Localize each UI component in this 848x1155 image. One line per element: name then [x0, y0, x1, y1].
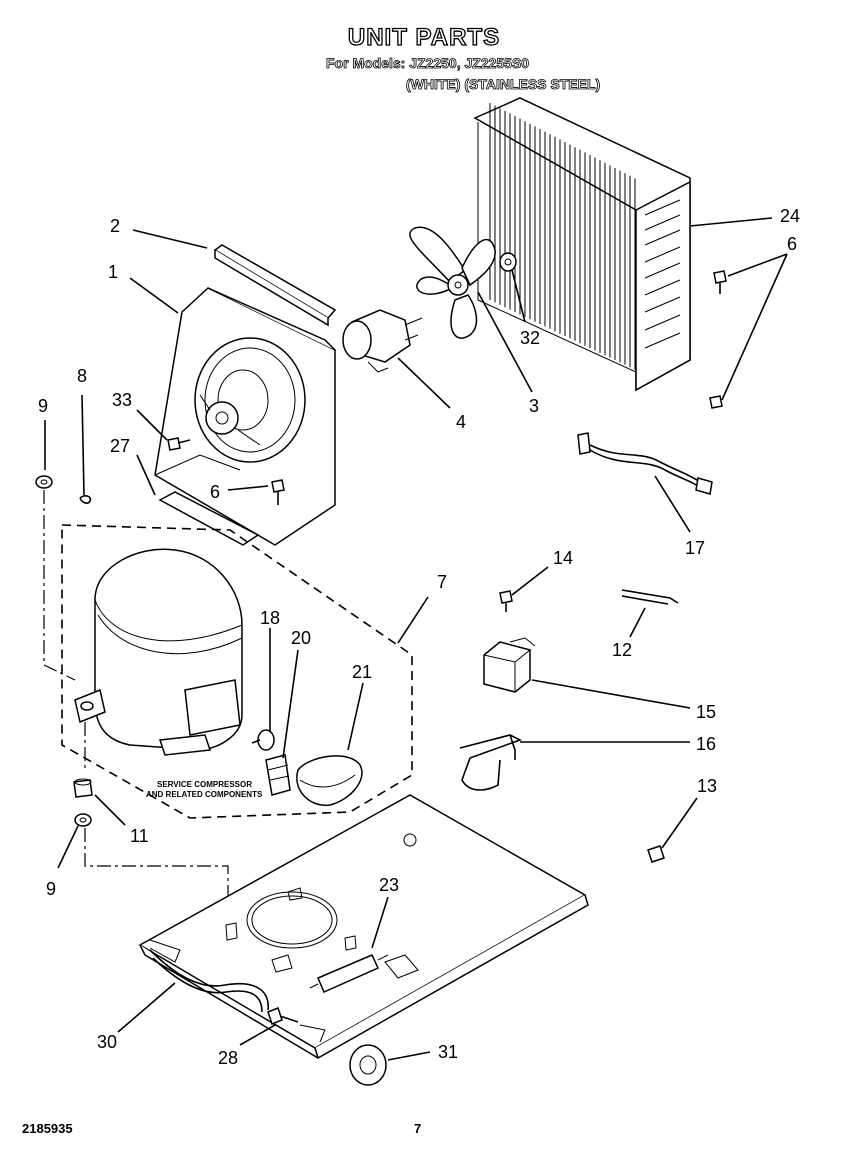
callout-3: 3: [529, 396, 539, 416]
callout-6-right: 6: [787, 234, 797, 254]
callout-16: 16: [696, 734, 716, 754]
doc-number: 2185935: [22, 1121, 73, 1136]
callout-31: 31: [438, 1042, 458, 1062]
callout-13: 13: [697, 776, 717, 796]
relay: [483, 637, 536, 693]
base-centerline: [84, 722, 229, 920]
fan-motor: [342, 309, 423, 373]
callout-12: 12: [612, 640, 632, 660]
callout-18: 18: [260, 608, 280, 628]
callout-11: 11: [130, 826, 149, 846]
callout-1: 1: [108, 262, 118, 282]
clip-8: [79, 495, 92, 504]
service-compressor-box: [61, 524, 413, 819]
callout-4: 4: [456, 412, 466, 432]
callout-6-left: 6: [210, 482, 220, 502]
fan-shroud: [154, 287, 336, 546]
condenser-coil: [473, 97, 691, 392]
callout-32: 32: [520, 328, 540, 348]
screw-14: [499, 590, 513, 612]
wire-harness: [577, 432, 713, 495]
callout-27: 27: [110, 436, 130, 456]
callout-2: 2: [110, 216, 120, 236]
screw-33: [167, 437, 191, 451]
callout-30: 30: [97, 1032, 117, 1052]
callout-15: 15: [696, 702, 716, 722]
page-title: UNIT PARTS: [347, 23, 501, 51]
models-line: For Models: JZ2250, JZ2255S0: [326, 55, 530, 72]
callout-20: 20: [291, 628, 311, 648]
callout-21: 21: [352, 662, 372, 682]
callout-33: 33: [112, 390, 132, 410]
start-relay: [265, 754, 291, 796]
grommet-bottom: [74, 813, 92, 827]
screw-6-lower: [709, 395, 723, 409]
finishes-line: (WHITE) (STAINLESS STEEL): [406, 76, 601, 93]
screw-28: [267, 1007, 299, 1025]
callout-labels: 2 1 8 9 33 27 6 4 32 3 24 6 17 14 12 7 1…: [38, 206, 800, 1068]
fan-blade: [409, 226, 496, 339]
screw-6-upper: [713, 270, 727, 294]
note-line-1: SERVICE COMPRESSOR: [157, 780, 252, 789]
screw-13: [647, 845, 665, 863]
filter-drier: [309, 954, 389, 993]
callout-24: 24: [780, 206, 800, 226]
screw-6-left: [271, 479, 285, 505]
base-pan: [138, 794, 589, 1060]
callout-9-top: 9: [38, 396, 48, 416]
relay-bracket: [459, 734, 523, 791]
callout-8: 8: [77, 366, 87, 386]
callout-28: 28: [218, 1048, 238, 1068]
grommet-top: [35, 475, 53, 489]
compressor: [74, 548, 243, 756]
grommet-11: [73, 778, 93, 798]
callout-9-bottom: 9: [46, 879, 56, 899]
tube: [621, 589, 679, 605]
callout-14: 14: [553, 548, 573, 568]
terminal-cover: [296, 755, 363, 806]
grommet-centerline: [43, 490, 76, 681]
leader-lines: [44, 217, 788, 1061]
overload-protector: [251, 729, 275, 751]
callout-23: 23: [379, 875, 399, 895]
leveling-foot: [349, 1044, 387, 1086]
page-number: 7: [414, 1121, 422, 1136]
note-line-2: AND RELATED COMPONENTS: [146, 790, 263, 799]
drain-tube: [149, 949, 269, 1013]
callout-17: 17: [685, 538, 705, 558]
gasket-strip: [213, 244, 337, 327]
callout-7: 7: [437, 572, 447, 592]
